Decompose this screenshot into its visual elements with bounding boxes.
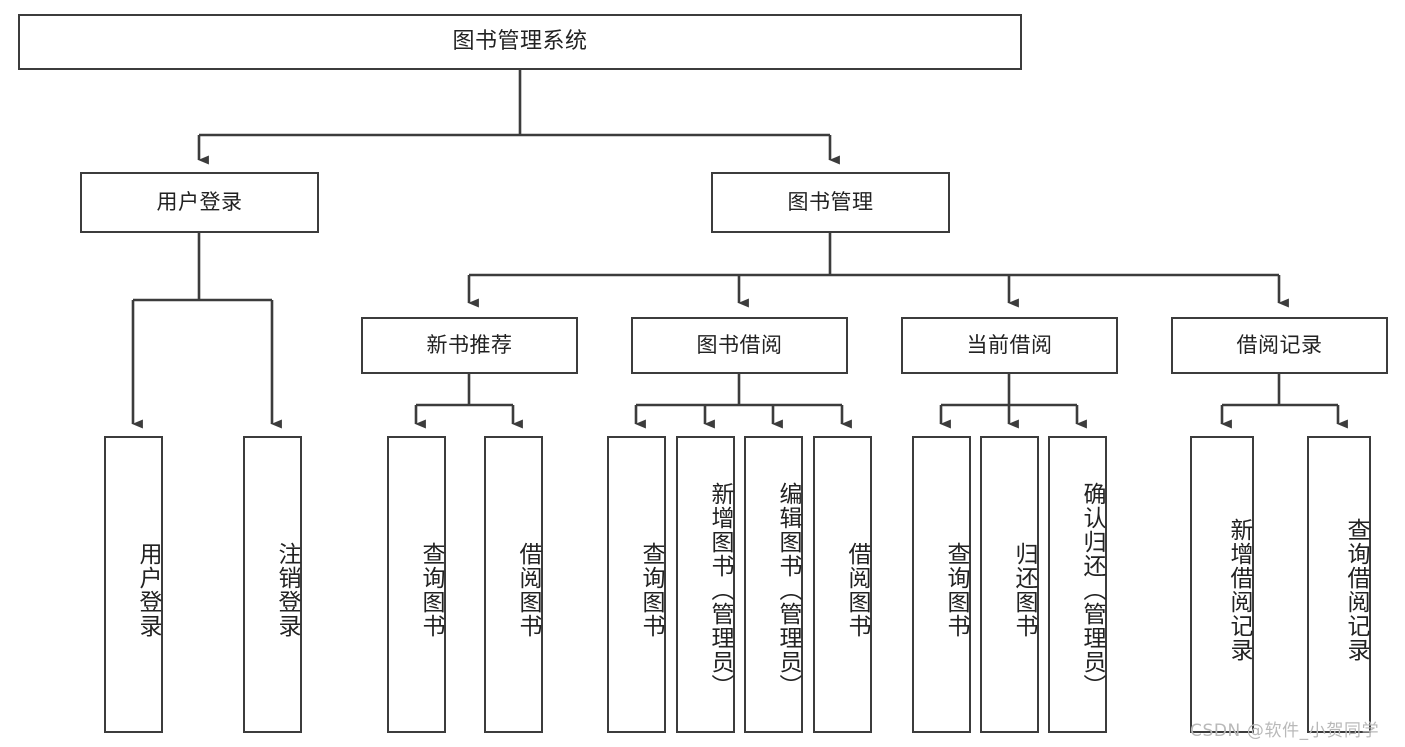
node-book-manage[interactable]: 图书管理 (711, 172, 950, 233)
leaf-recommend-borrow-book-label: 借阅图书 (515, 541, 541, 638)
node-root-label: 图书管理系统 (452, 28, 588, 54)
leaf-recommend-query-book[interactable]: 查询图书 (387, 436, 446, 733)
node-book-borrow[interactable]: 图书借阅 (631, 317, 848, 374)
leaf-user-login-do[interactable]: 用户登录 (104, 436, 163, 733)
node-user-login-label: 用户登录 (156, 189, 243, 214)
node-book-borrow-label: 图书借阅 (696, 332, 783, 357)
leaf-borrow-borrow-book-label: 借阅图书 (844, 541, 870, 638)
leaf-current-confirm-return[interactable]: 确认归还（管理员） (1048, 436, 1107, 733)
node-new-book-recommend-label: 新书推荐 (426, 332, 513, 357)
leaf-current-confirm-return-label: 确认归还（管理员） (1079, 481, 1105, 698)
leaf-user-logout[interactable]: 注销登录 (243, 436, 302, 733)
node-root[interactable]: 图书管理系统 (18, 14, 1022, 70)
node-user-login[interactable]: 用户登录 (80, 172, 319, 233)
node-current-borrow[interactable]: 当前借阅 (901, 317, 1118, 374)
node-current-borrow-label: 当前借阅 (966, 332, 1053, 357)
leaf-record-add-record[interactable]: 新增借阅记录 (1190, 436, 1254, 733)
leaf-record-query-record[interactable]: 查询借阅记录 (1307, 436, 1371, 733)
csdn-watermark: CSDN @软件_小贺同学 (1190, 721, 1380, 741)
node-borrow-record-label: 借阅记录 (1236, 332, 1323, 357)
leaf-current-return-book-label: 归还图书 (1011, 541, 1037, 638)
leaf-record-query-record-label: 查询借阅记录 (1343, 517, 1369, 662)
leaf-current-return-book[interactable]: 归还图书 (980, 436, 1039, 733)
leaf-user-login-do-label: 用户登录 (135, 541, 161, 638)
node-book-manage-label: 图书管理 (787, 189, 874, 214)
node-new-book-recommend[interactable]: 新书推荐 (361, 317, 578, 374)
leaf-record-add-record-label: 新增借阅记录 (1226, 517, 1252, 662)
leaf-borrow-edit-book[interactable]: 编辑图书（管理员） (744, 436, 803, 733)
leaf-borrow-query-book-label: 查询图书 (638, 541, 664, 638)
leaf-borrow-edit-book-label: 编辑图书（管理员） (775, 481, 801, 698)
leaf-borrow-query-book[interactable]: 查询图书 (607, 436, 666, 733)
leaf-borrow-add-book-label: 新增图书（管理员） (707, 481, 733, 698)
leaf-recommend-borrow-book[interactable]: 借阅图书 (484, 436, 543, 733)
leaf-current-query-book-label: 查询图书 (943, 541, 969, 638)
leaf-recommend-query-book-label: 查询图书 (418, 541, 444, 638)
leaf-borrow-add-book[interactable]: 新增图书（管理员） (676, 436, 735, 733)
leaf-current-query-book[interactable]: 查询图书 (912, 436, 971, 733)
leaf-borrow-borrow-book[interactable]: 借阅图书 (813, 436, 872, 733)
node-borrow-record[interactable]: 借阅记录 (1171, 317, 1388, 374)
leaf-user-logout-label: 注销登录 (274, 541, 300, 638)
